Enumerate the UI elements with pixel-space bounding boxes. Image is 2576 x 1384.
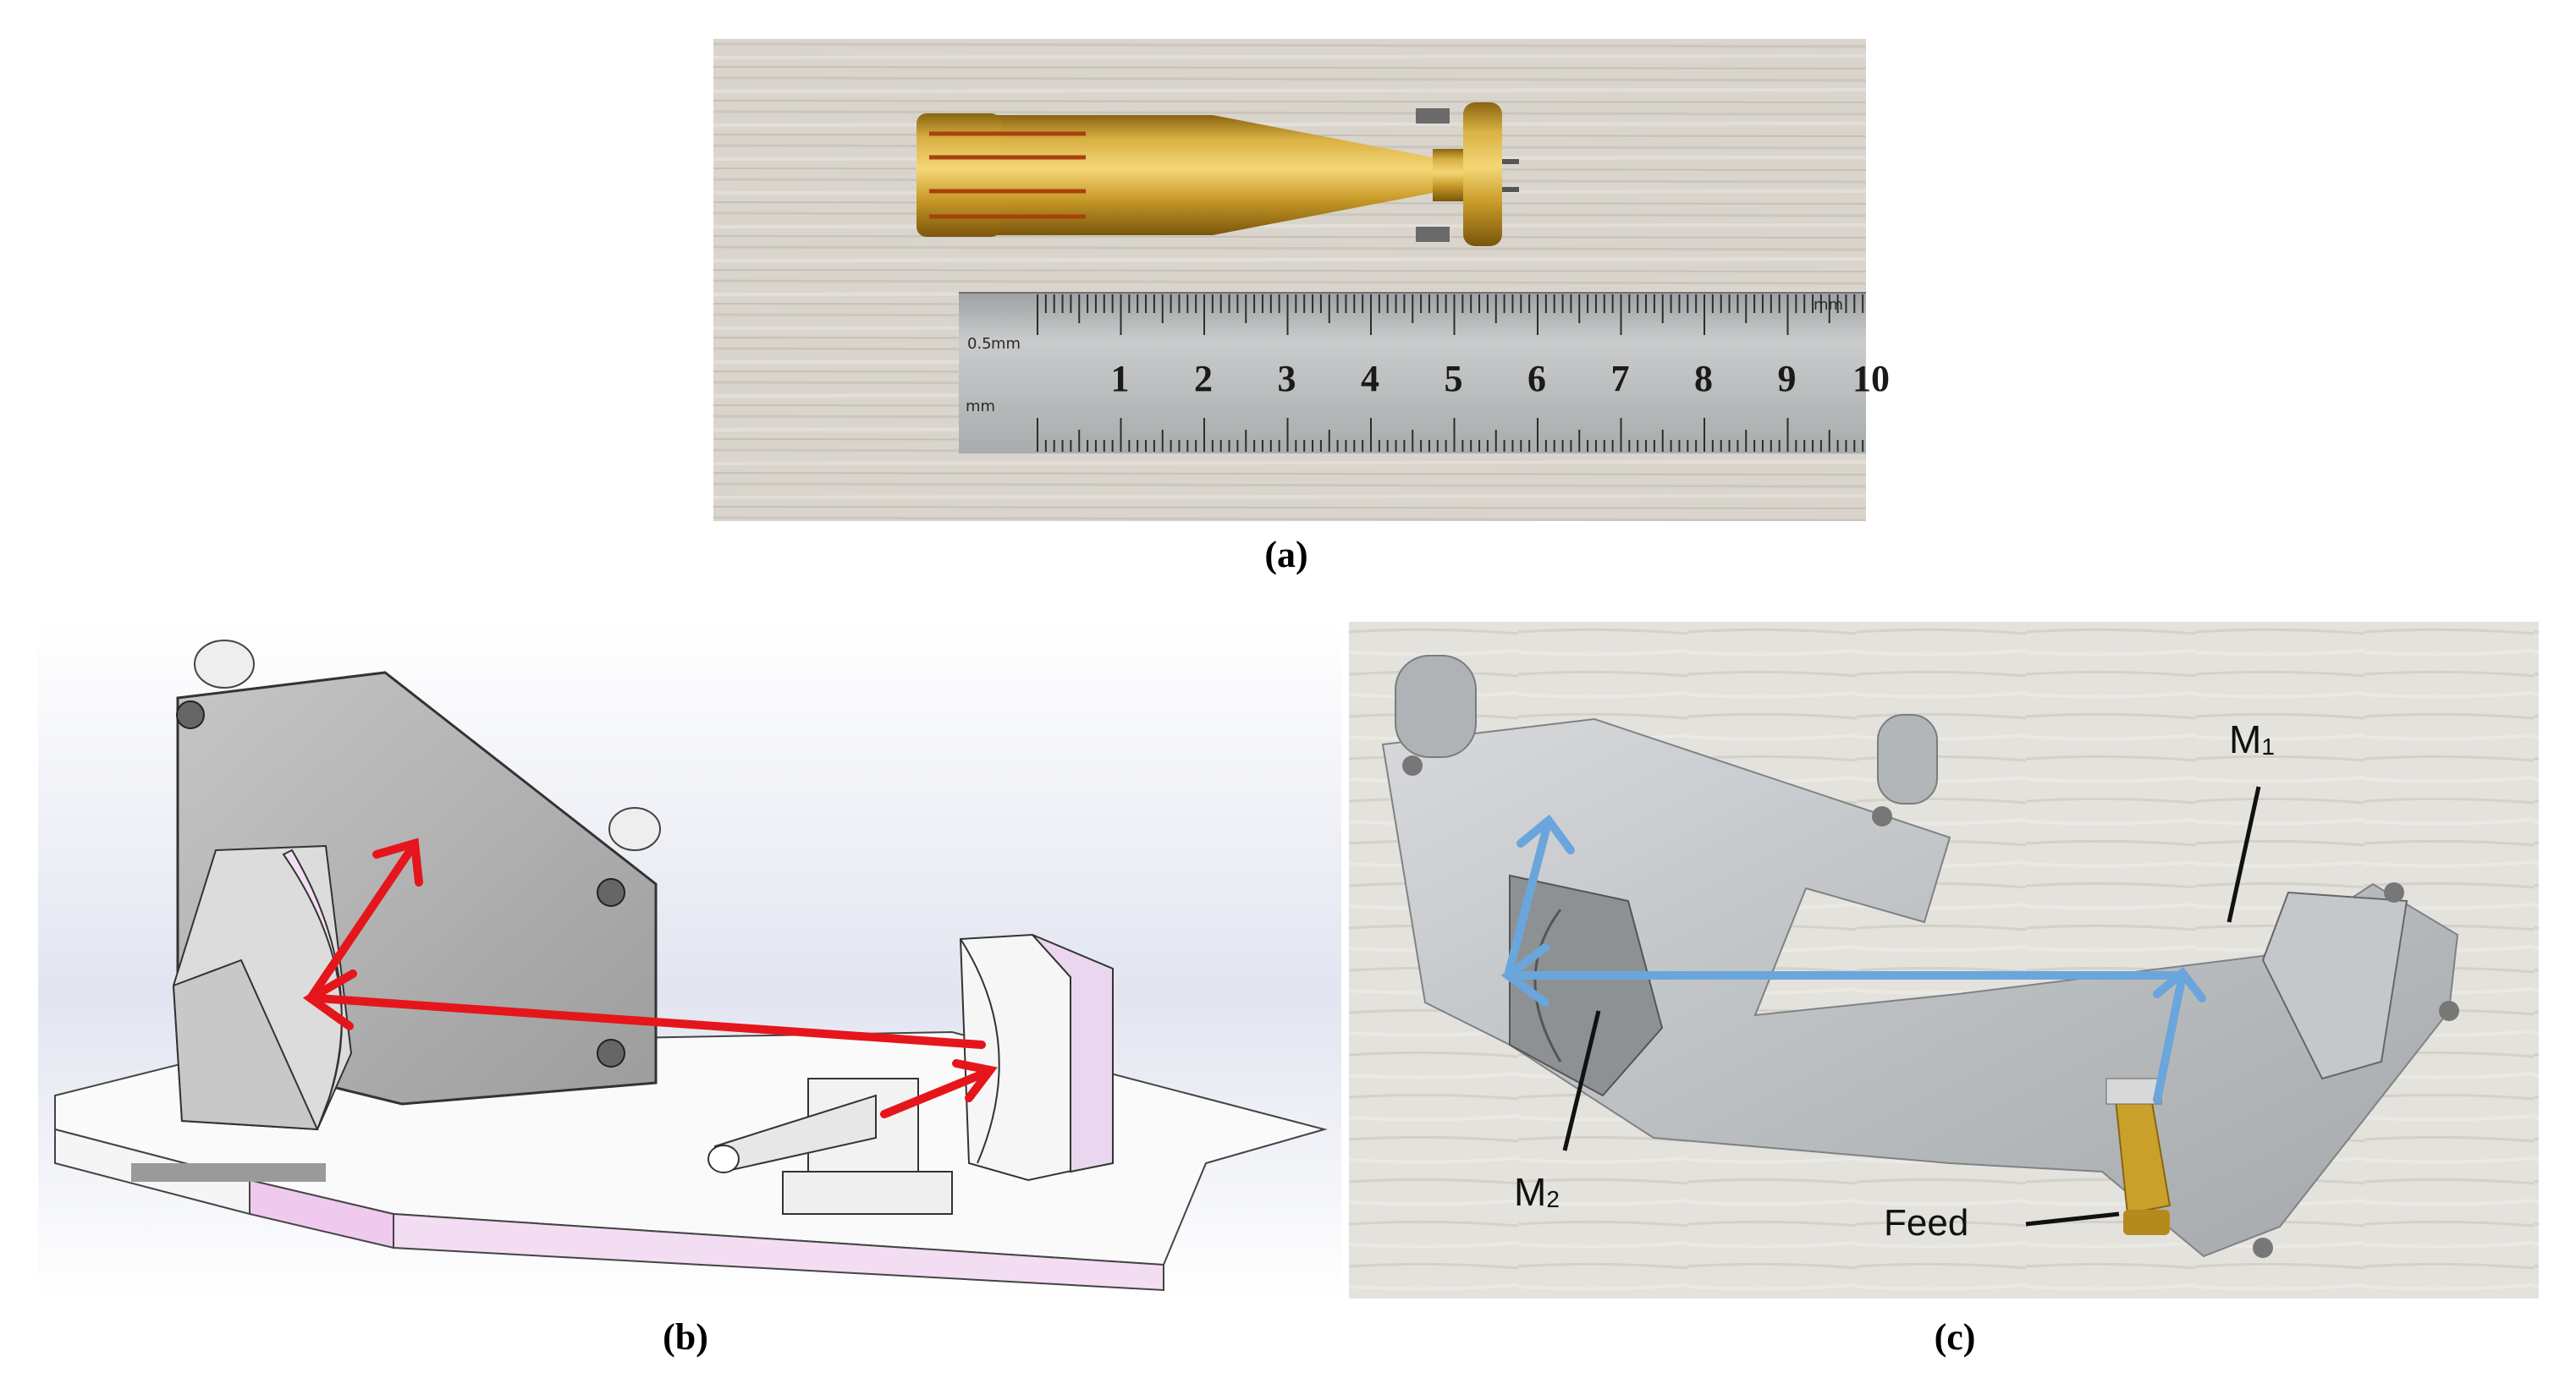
feed-horn-stand bbox=[707, 1078, 953, 1215]
ruler-number: 3 bbox=[1278, 358, 1296, 399]
mirror-block-m1 bbox=[959, 933, 1114, 1182]
annotation-leaders bbox=[1562, 786, 2261, 1227]
panel-a-photo: 0.5 mm mm mm 1 2 3 4 5 6 7 8 9 10 bbox=[713, 39, 1890, 521]
aluminium-assembly bbox=[1381, 655, 2459, 1258]
ruler-number: 7 bbox=[1611, 358, 1630, 399]
label-feed: Feed bbox=[1884, 1202, 1968, 1244]
feed-horn bbox=[2105, 1078, 2171, 1235]
label-m2: M2 bbox=[1514, 1170, 1560, 1214]
horn-antenna bbox=[916, 102, 1519, 246]
panel-b-cad bbox=[38, 622, 1341, 1299]
caption-a: (a) bbox=[1264, 534, 1308, 575]
ray-arrows bbox=[302, 838, 998, 1118]
ruler-number: 4 bbox=[1361, 358, 1379, 399]
ruler-mm-label-1: mm bbox=[991, 335, 1021, 353]
cad-model-illustration bbox=[38, 622, 1341, 1299]
horn-photo-illustration: 0.5 mm mm mm 1 2 3 4 5 6 7 8 9 10 bbox=[713, 39, 1890, 521]
assembly-photo-illustration: M1 M2 Feed bbox=[1349, 622, 2539, 1299]
mirror-block-m2 bbox=[172, 844, 353, 1131]
ruler-number: 6 bbox=[1527, 358, 1546, 399]
ruler-number: 1 bbox=[1111, 358, 1130, 399]
ruler-number: 2 bbox=[1194, 358, 1213, 399]
ruler-number: 10 bbox=[1852, 358, 1890, 399]
ray-arrows-blue bbox=[1500, 814, 2206, 1104]
ruler-mm-label-2: mm bbox=[966, 398, 995, 415]
caption-b: (b) bbox=[663, 1316, 708, 1358]
caption-c: (c) bbox=[1934, 1316, 1976, 1358]
ruler-half-mm-label: 0.5 bbox=[967, 335, 992, 353]
ruler-number: 5 bbox=[1445, 358, 1463, 399]
panel-c-photo: M1 M2 Feed bbox=[1349, 622, 2539, 1299]
ruler-number: 9 bbox=[1778, 358, 1797, 399]
ruler-number: 8 bbox=[1694, 358, 1713, 399]
label-m1: M1 bbox=[2229, 717, 2275, 761]
steel-ruler bbox=[959, 292, 1866, 453]
ruler-mm-label-3: mm bbox=[1814, 296, 1843, 314]
